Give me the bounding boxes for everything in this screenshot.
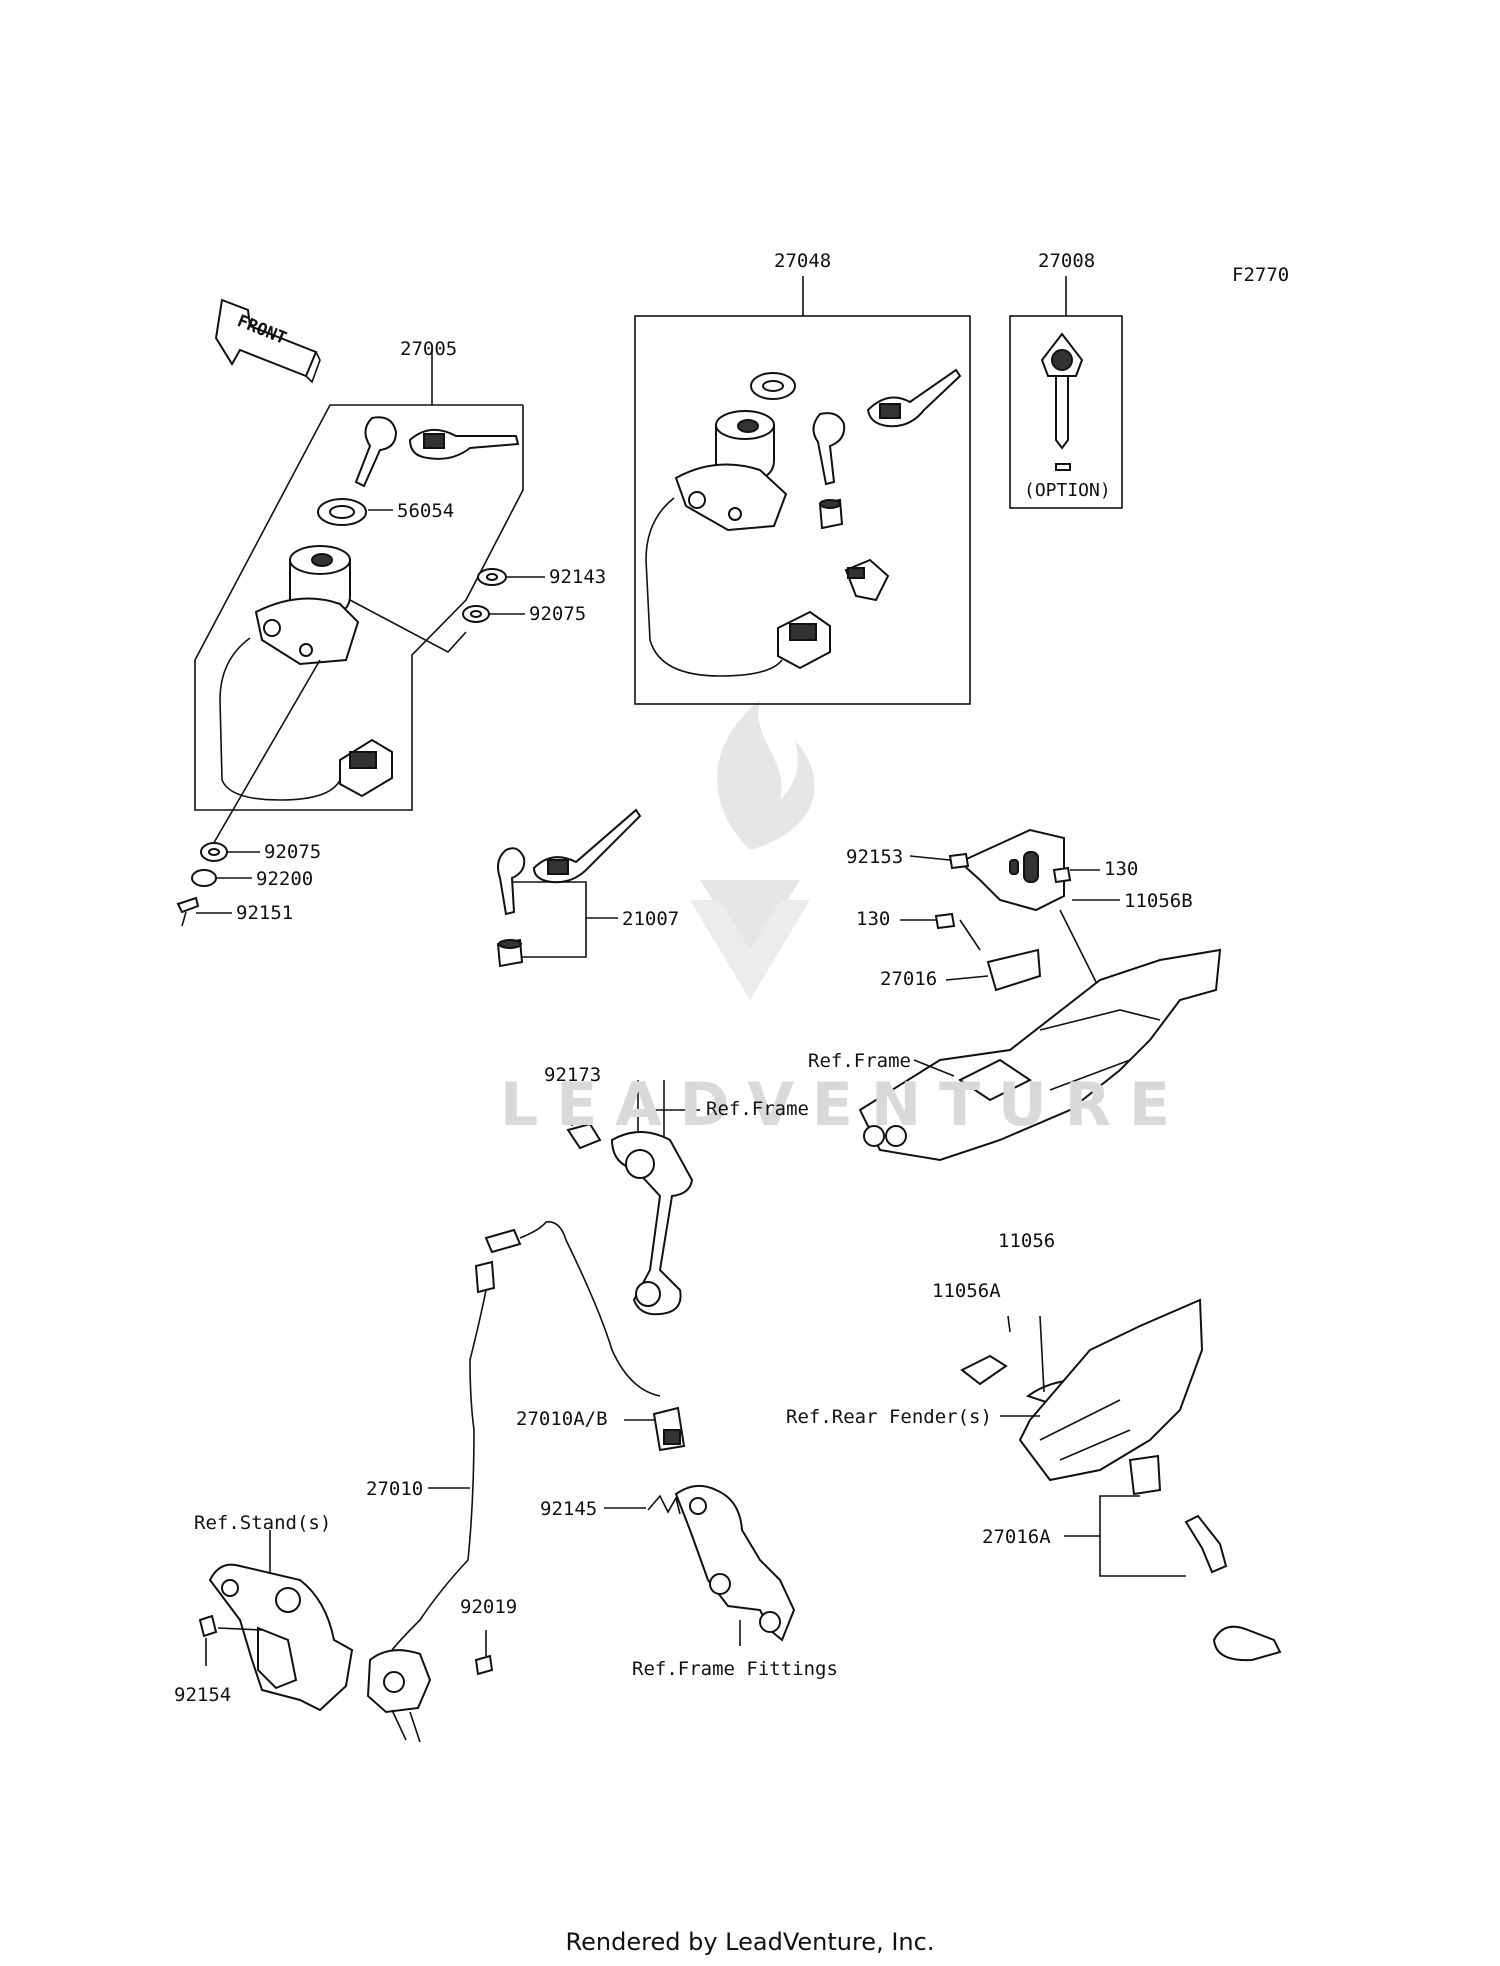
key-set-21007: [496, 808, 642, 968]
sidestand-switch-harness: [391, 1221, 796, 1651]
kit-27005-outline: [194, 348, 524, 811]
rear-fender-assembly: [960, 1298, 1282, 1662]
option-note: (OPTION): [1024, 480, 1111, 501]
diagram-code: F2770: [1232, 264, 1290, 286]
label-92143: 92143: [549, 566, 607, 588]
label-21007: 21007: [622, 908, 680, 930]
label-92173: 92173: [544, 1064, 602, 1086]
watermark-logo: [690, 700, 815, 1000]
hardware-lower-left: [176, 842, 260, 927]
washer-56054: [317, 498, 393, 526]
label-92145: 92145: [540, 1498, 598, 1520]
label-27008: 27008: [1038, 250, 1096, 272]
side-stand-bracket: [198, 1530, 494, 1743]
label-ref-stand: Ref.Stand(s): [194, 1512, 332, 1534]
label-92154: 92154: [174, 1684, 232, 1706]
label-130-right: 130: [1104, 858, 1139, 880]
label-92200: 92200: [256, 868, 314, 890]
label-11056: 11056: [998, 1230, 1056, 1252]
ignition-switch-27005: [211, 545, 393, 847]
bracket-11056B-assembly: [858, 828, 1222, 1162]
label-27048: 27048: [774, 250, 832, 272]
label-ref-frame-right: Ref.Frame: [808, 1050, 911, 1072]
label-92151: 92151: [236, 902, 294, 924]
label-27005: 27005: [400, 338, 458, 360]
label-ref-frame-fittings: Ref.Frame Fittings: [632, 1658, 838, 1680]
kit-27048-outline: [634, 276, 971, 705]
label-27010AB: 27010A/B: [516, 1408, 608, 1430]
front-arrow-icon: [214, 298, 321, 384]
label-ref-frame-middle: Ref.Frame: [706, 1098, 809, 1120]
key-27005: [354, 416, 520, 488]
label-ref-rear-fender: Ref.Rear Fender(s): [786, 1406, 992, 1428]
label-92153: 92153: [846, 846, 904, 868]
label-27010: 27010: [366, 1478, 424, 1500]
watermark-text: LEADVENTURE: [500, 1070, 1188, 1140]
label-11056A: 11056A: [932, 1280, 1001, 1302]
key-27008-outline: [1009, 276, 1123, 509]
frame-handle-92173: [566, 1080, 700, 1316]
washers-92143-92075: [349, 568, 545, 653]
label-130-left: 130: [856, 908, 891, 930]
label-56054: 56054: [397, 500, 455, 522]
label-92019: 92019: [460, 1596, 518, 1618]
label-92075-lower: 92075: [264, 841, 322, 863]
label-92075-upper: 92075: [529, 603, 587, 625]
footer-credit: Rendered by LeadVenture, Inc.: [565, 1928, 935, 1956]
label-27016: 27016: [880, 968, 938, 990]
label-11056B: 11056B: [1124, 890, 1193, 912]
label-27016A: 27016A: [982, 1526, 1051, 1548]
